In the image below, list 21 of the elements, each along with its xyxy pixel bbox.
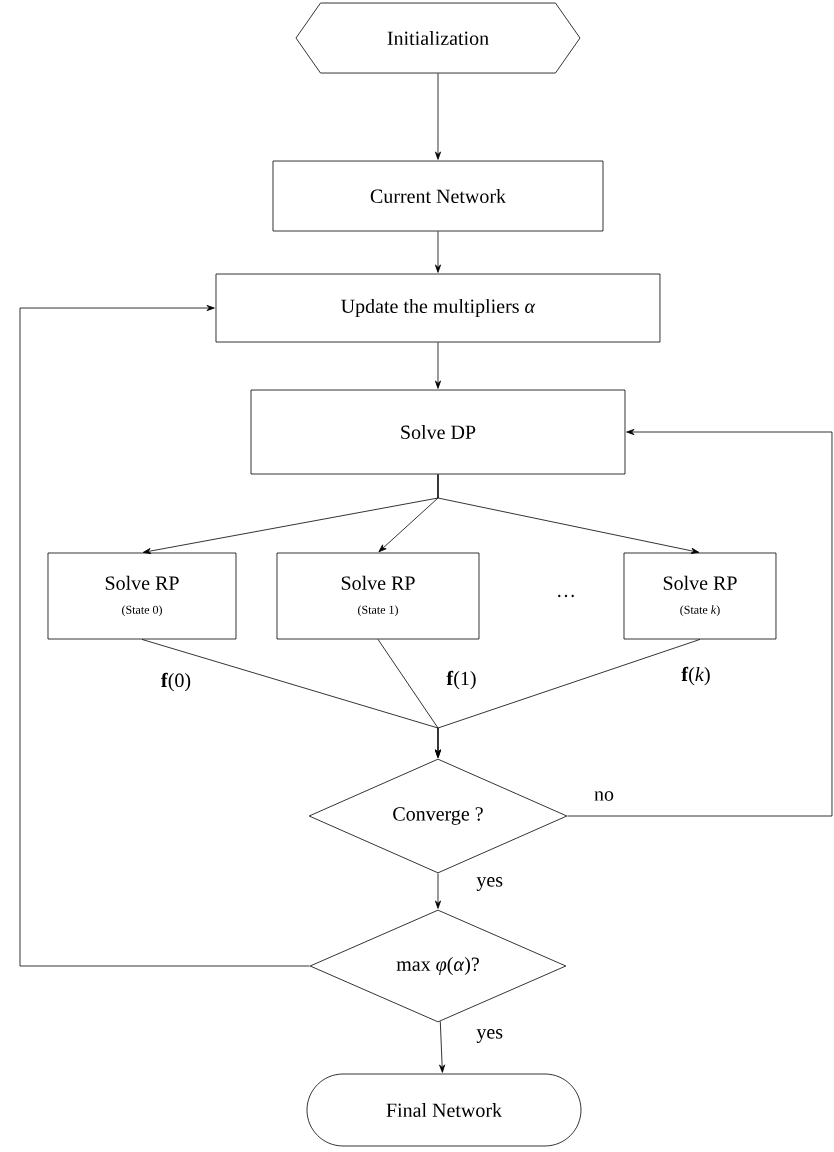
edge-label: no [592, 789, 616, 803]
edge-label: f(1) [444, 668, 479, 692]
arrow [435, 73, 441, 160]
arrow [439, 1021, 446, 1073]
process-box: Update the multipliers α [215, 273, 661, 343]
arrow [437, 474, 700, 554]
start-hexagon: Initialization [295, 2, 581, 74]
arrow [435, 342, 441, 389]
arrow [435, 231, 441, 273]
process-box: Current Network [272, 160, 604, 232]
arrow [435, 639, 701, 758]
arrow [19, 305, 310, 967]
edge-label: f(0) [158, 670, 194, 694]
edge-label: yes [474, 1027, 506, 1045]
process-box: Solve DP [250, 389, 626, 475]
arrow [435, 873, 441, 909]
edge-label: yes [474, 875, 506, 893]
edge-label: f(k) [679, 664, 713, 688]
arrow [567, 429, 833, 817]
terminal-box: Final Network [306, 1073, 582, 1147]
ellipsis-label: … [558, 594, 574, 598]
